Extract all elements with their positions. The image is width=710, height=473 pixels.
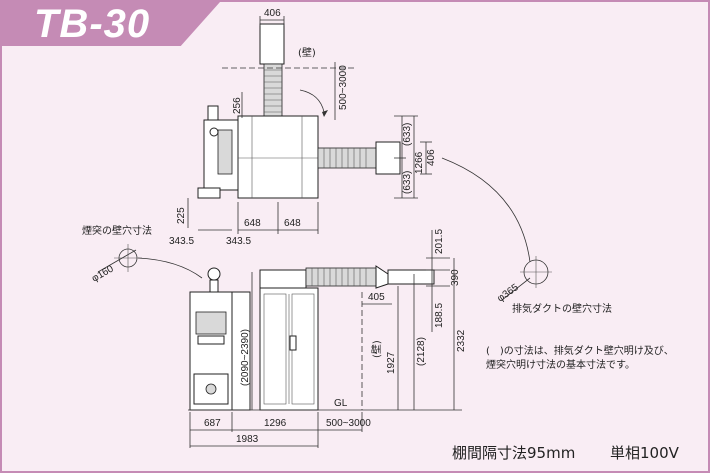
phi365-label: φ365	[495, 282, 521, 305]
door-handle	[289, 335, 297, 351]
power-label: 単相100V	[610, 444, 680, 462]
dim-2128: (2128)	[416, 337, 427, 366]
dim-648-right: 648	[284, 218, 301, 229]
duct-box	[259, 269, 307, 289]
dim-500-3000-floor: 500~3000	[326, 418, 371, 429]
top-duct-cap	[259, 23, 285, 65]
phi160-label: φ160	[90, 263, 116, 284]
heater-body-top	[237, 115, 319, 199]
top-view: 406 (壁) 500~3000	[169, 8, 437, 247]
base-block	[197, 187, 221, 199]
dim-390: 390	[450, 269, 461, 286]
chimney-port	[209, 127, 219, 137]
duct-outlet	[387, 269, 435, 285]
dim-406-side: 406	[426, 149, 437, 166]
gl-label: GL	[334, 398, 348, 409]
dim-1927: 1927	[386, 351, 397, 374]
front-view: (2090~2390) (壁) 405 1927 (2128) 2332 201…	[188, 229, 467, 448]
dim-duct-range: 500~3000	[338, 65, 349, 110]
dim-633-upper: (633)	[402, 123, 413, 146]
exhaust-hole-callout: φ365 排気ダクトの壁穴寸法 ( )の寸法は、排気ダクト壁穴明け及び、 煙突穴…	[441, 157, 674, 371]
model-title: TB-30	[34, 2, 151, 46]
dim-201-5: 201.5	[434, 229, 445, 254]
chimney-top-front	[207, 267, 221, 281]
dim-648-left: 648	[244, 218, 261, 229]
dim-405: 405	[368, 292, 385, 303]
grille-panel	[217, 129, 233, 175]
wall-label-top: (壁)	[298, 46, 316, 59]
dim-687: 687	[204, 418, 221, 429]
flex-duct-vertical	[263, 63, 283, 117]
dim-1983: 1983	[236, 434, 259, 445]
chimney-stub	[207, 105, 219, 121]
dim-top-406: 406	[264, 8, 281, 19]
flex-duct-horizontal	[317, 147, 377, 169]
dim-343-5-left: 343.5	[169, 236, 194, 247]
shelf-gap-label: 棚間隔寸法95mm	[452, 444, 575, 462]
flex-duct-front	[305, 267, 377, 287]
chimney-hole-callout: 煙突の壁穴寸法 φ160	[82, 224, 203, 285]
chimney-hole-label: 煙突の壁穴寸法	[82, 224, 152, 237]
dim-343-5-right: 343.5	[226, 236, 251, 247]
dim-225: 225	[176, 207, 187, 224]
dim-188-5: 188.5	[434, 303, 445, 328]
rotate-arrow	[299, 89, 325, 113]
control-panel	[195, 311, 227, 335]
dim-633-lower: (633)	[402, 171, 413, 194]
dim-256: 256	[232, 97, 243, 114]
exhaust-hole-label: 排気ダクトの壁穴寸法	[512, 302, 612, 315]
note-line-1: ( )の寸法は、排気ダクト壁穴明け及び、	[486, 344, 674, 357]
note-line-2: 煙突穴明け寸法の基本寸法です。	[486, 358, 635, 371]
dim-2090-2390: (2090~2390)	[240, 329, 251, 386]
dim-1266: 1266	[414, 151, 425, 174]
model-badge	[2, 2, 220, 46]
wall-label-front: (壁)	[370, 340, 383, 358]
dim-1296: 1296	[264, 418, 287, 429]
dim-2332: 2332	[456, 329, 467, 352]
